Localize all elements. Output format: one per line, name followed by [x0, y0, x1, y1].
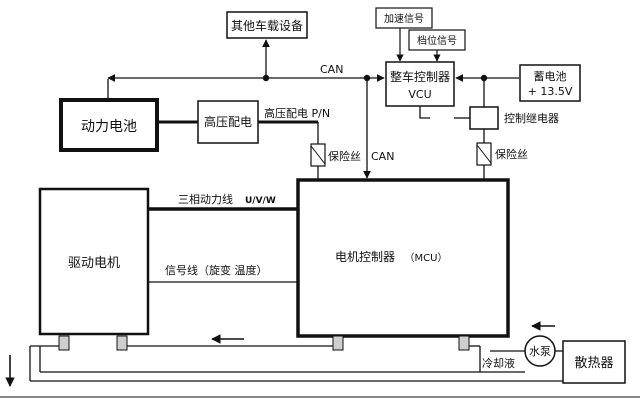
mcu-box: 电机控制器 （MCU）	[296, 178, 510, 338]
water-pump-label: 水泵	[529, 345, 551, 358]
drive-motor-label: 驱动电机	[68, 256, 120, 271]
gear-signal-label: 档位信号	[417, 34, 457, 47]
hv-distribution-box: 高压配电	[197, 100, 259, 144]
drive-motor-box: 驱动电机	[38, 187, 150, 336]
accel-signal-box: 加速信号	[375, 7, 433, 29]
junction-dot	[262, 74, 270, 82]
flow-arrows	[5, 321, 555, 387]
signal-line-label: 信号线（旋变 温度）	[165, 263, 268, 277]
power-battery-label: 动力电池	[81, 119, 137, 135]
mcu-tag-label: （MCU）	[405, 252, 448, 264]
hv-pn-label: 高压配电 P/N	[264, 106, 330, 120]
uvw-label: U/V/W	[245, 196, 276, 206]
vcu-label-en: VCU	[408, 88, 431, 101]
relay-label: 控制继电器	[504, 111, 559, 125]
power-battery-box: 动力电池	[59, 98, 159, 152]
fuse-right-label: 保险丝	[495, 147, 528, 161]
three-phase-label: 三相动力线	[178, 192, 233, 206]
gear-signal-box: 档位信号	[408, 29, 466, 51]
aux-battery-voltage: + 13.5V	[528, 85, 573, 98]
can-mid-label: CAN	[371, 150, 394, 163]
other-devices-label: 其他车载设备	[231, 18, 303, 33]
lv-lines	[419, 74, 519, 180]
junction-dot	[363, 74, 371, 82]
other-devices-box: 其他车载设备	[226, 11, 308, 39]
can-top-label: CAN	[320, 63, 343, 76]
fuse-right	[476, 142, 492, 166]
vcu-label-cn: 整车控制器	[390, 69, 450, 84]
fuse-left	[310, 143, 326, 167]
fuse-left-label: 保险丝	[328, 149, 361, 163]
radiator-box: 散热器	[562, 340, 626, 384]
hv-distribution-label: 高压配电	[204, 114, 252, 129]
water-pump: 水泵	[524, 335, 556, 367]
mcu-name-label: 电机控制器	[335, 250, 395, 264]
radiator-label: 散热器	[574, 356, 613, 371]
can-bus	[107, 39, 385, 179]
coolant-label: 冷却液	[482, 356, 515, 370]
vcu-box: 整车控制器 VCU	[385, 61, 455, 107]
aux-battery-box: 蓄电池 + 13.5V	[519, 64, 581, 102]
relay-box: 控制继电器	[469, 106, 559, 130]
accel-signal-label: 加速信号	[384, 13, 424, 25]
signal-inputs	[396, 28, 441, 62]
aux-battery-label: 蓄电池	[534, 70, 567, 83]
